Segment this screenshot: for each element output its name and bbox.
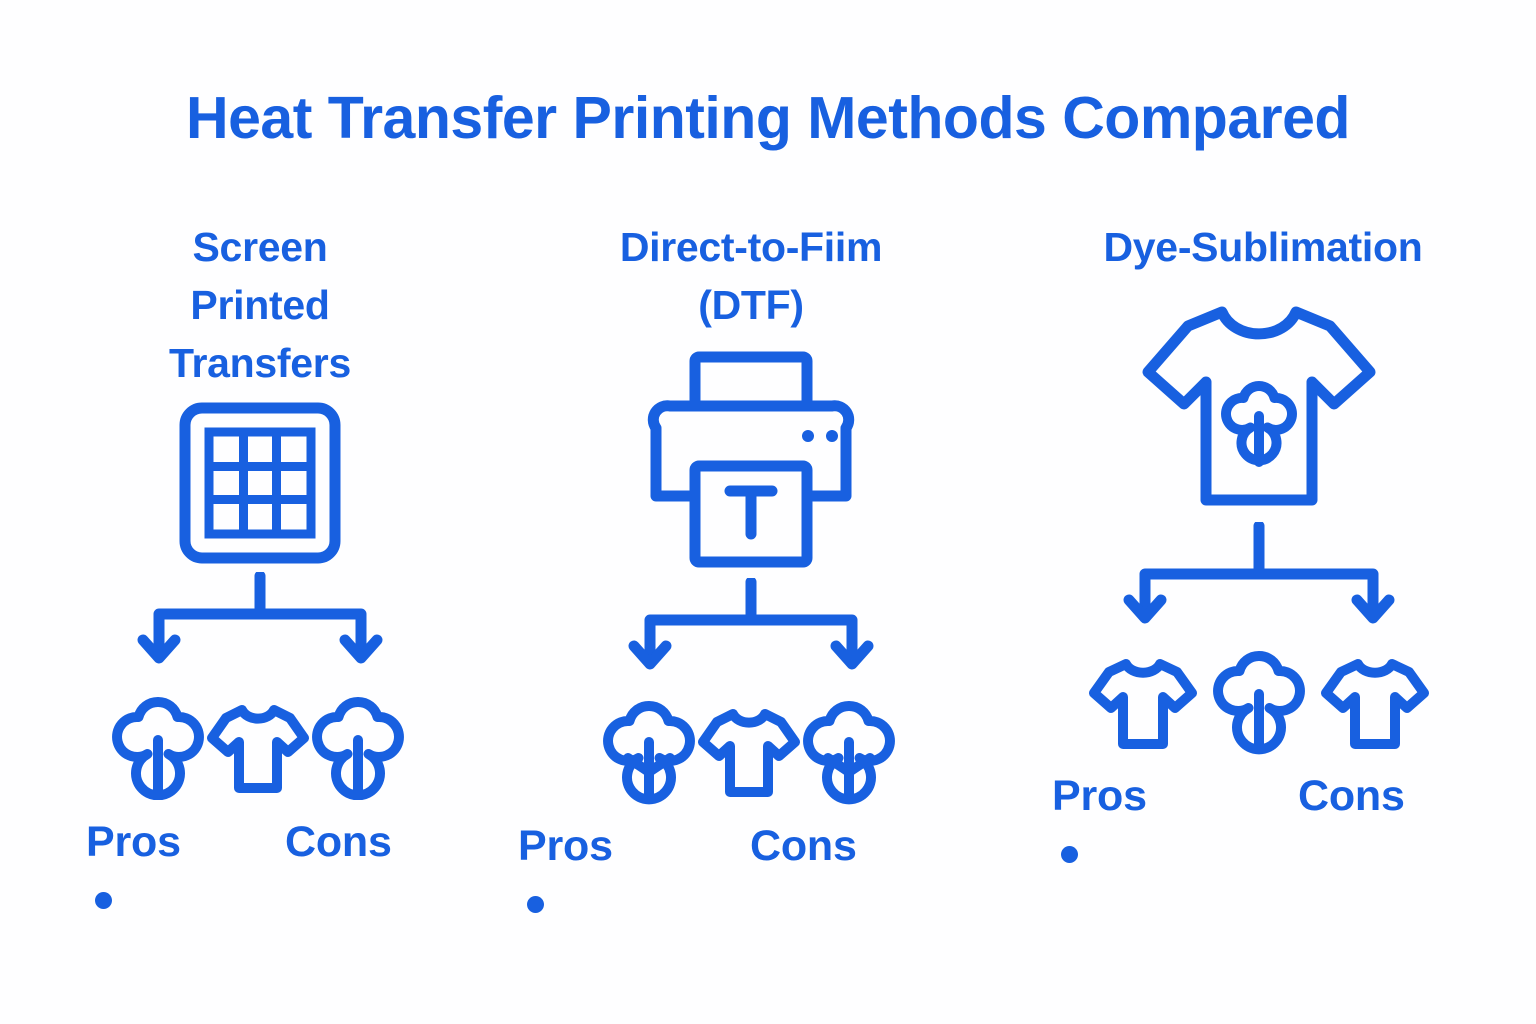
cons-label: Cons <box>285 818 392 866</box>
main-icon-container <box>970 290 1536 526</box>
small-icons-row <box>970 642 1536 756</box>
cotton-boll-icon <box>1213 650 1305 755</box>
main-icon-container <box>500 348 986 574</box>
t-shirt-cotton-print-icon <box>1142 306 1376 506</box>
t-shirt-icon <box>1321 659 1429 749</box>
t-shirt-icon <box>698 709 800 797</box>
fork-down-two-arrows-icon <box>1123 522 1395 624</box>
cotton-boll-branch-icon <box>803 700 895 805</box>
main-icon-container <box>0 400 510 566</box>
t-shirt-icon <box>1089 659 1197 749</box>
pros-label: Pros <box>518 822 613 870</box>
method-columns: Screen Printed Transfers <box>0 218 1536 978</box>
pros-cons-labels: Pros Cons <box>0 818 500 909</box>
column-heading-line: Dye-Sublimation <box>1103 224 1423 270</box>
method-column-direct-to-film: Direct-to-Fiim (DTF) <box>500 218 970 978</box>
connector-container <box>970 522 1536 644</box>
small-icons-row <box>500 692 984 806</box>
pros-cons-labels: Pros Cons <box>970 772 1536 863</box>
cotton-boll-icon <box>312 696 404 800</box>
page-title: Heat Transfer Printing Methods Compared <box>186 85 1350 151</box>
t-shirt-icon <box>207 705 309 793</box>
pros-cons-labels: Pros Cons <box>500 822 970 913</box>
method-column-screen-printed-transfers: Screen Printed Transfers <box>0 218 500 978</box>
connector-container <box>500 578 986 690</box>
cotton-boll-branch-icon <box>603 700 695 805</box>
column-heading-dye-sublimation: Dye-Sublimation <box>970 218 1536 276</box>
pros-bullet <box>1061 846 1078 863</box>
connector-container <box>0 572 510 684</box>
column-heading-line: Screen <box>192 224 328 270</box>
printer-indicator-dot <box>802 430 814 442</box>
column-heading-line: (DTF) <box>698 282 804 328</box>
column-heading-line: Printed <box>190 282 330 328</box>
column-heading-line: Direct-to-Fiim <box>619 224 883 270</box>
fork-down-two-arrows-icon <box>628 578 874 670</box>
pros-label: Pros <box>86 818 181 866</box>
cons-label: Cons <box>1298 772 1405 820</box>
pros-bullet <box>95 892 112 909</box>
small-icons-row <box>0 688 508 800</box>
fork-down-two-arrows-icon <box>137 572 383 664</box>
column-heading-screen-printed-transfers: Screen Printed Transfers <box>0 218 510 392</box>
printer-indicator-dot <box>826 430 838 442</box>
pros-bullet <box>527 896 544 913</box>
method-column-dye-sublimation: Dye-Sublimation <box>970 218 1536 978</box>
column-heading-line: Transfers <box>169 340 351 386</box>
pros-label: Pros <box>1052 772 1147 820</box>
screen-grid-icon <box>179 402 341 564</box>
cons-label: Cons <box>750 822 857 870</box>
printer-icon <box>647 351 855 568</box>
cotton-boll-icon <box>112 696 204 800</box>
column-heading-direct-to-film: Direct-to-Fiim (DTF) <box>500 218 986 334</box>
